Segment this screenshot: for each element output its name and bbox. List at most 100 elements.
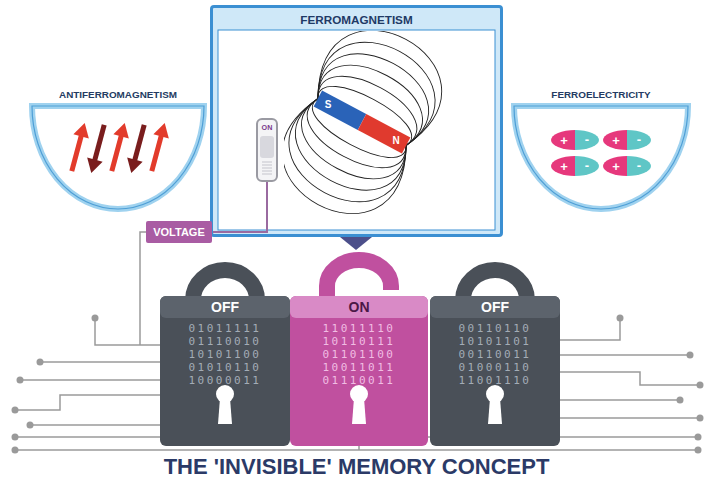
knob — [260, 136, 274, 158]
arrow-head — [73, 121, 92, 139]
wire-dot — [697, 415, 704, 422]
wire-dot — [12, 407, 19, 414]
memory-lock: OFF 00110110 10101101 00110011 01000110 1… — [430, 262, 560, 446]
wire-dot — [687, 352, 694, 359]
wire — [560, 417, 700, 419]
panel-header-ground — [211, 6, 502, 236]
pointer-triangle — [340, 237, 372, 250]
wire — [95, 318, 160, 345]
field-lines — [284, 31, 460, 229]
knob-ridge — [262, 171, 272, 172]
pole-label: N — [392, 135, 399, 146]
charge-sign: - — [637, 132, 641, 147]
wire — [358, 446, 360, 450]
material-panel: FERROELECTRICITY — [510, 86, 692, 213]
circuit-wires — [15, 232, 700, 450]
dipole-positive — [551, 130, 575, 150]
lock-body — [290, 296, 428, 446]
dipole-negative — [575, 130, 599, 150]
wire-dot — [695, 447, 702, 454]
charge-sign: + — [560, 133, 568, 148]
wire-dot — [697, 382, 704, 389]
voltage-text: VOLTAGE — [153, 225, 205, 239]
arrow-shaft — [94, 125, 104, 162]
voltage-wire — [212, 182, 267, 232]
wire — [560, 399, 680, 401]
lock-body — [430, 296, 560, 446]
wire-dot — [695, 434, 702, 441]
knob-ridge — [262, 165, 272, 166]
voltage-label: VOLTAGE — [146, 221, 212, 243]
wire-dot — [17, 377, 24, 384]
charge-sign: + — [612, 133, 620, 148]
dipole-positive — [603, 156, 627, 176]
arrow-head — [113, 121, 132, 139]
bar-magnet — [314, 91, 411, 154]
wire-dot — [37, 359, 44, 366]
memory-lock: ON11011110 10110111 01101100 10011011 01… — [290, 250, 428, 446]
wire — [15, 395, 160, 410]
dipole-positive — [551, 156, 575, 176]
wire-dot — [12, 434, 19, 441]
bowl-rim — [514, 106, 688, 209]
lock-body — [160, 296, 290, 446]
spin-arrow — [124, 123, 152, 175]
dipole-negative — [627, 156, 651, 176]
panel-heading: FERROELECTRICITY — [510, 88, 692, 101]
magnet-north — [358, 114, 411, 153]
lock-band — [160, 296, 290, 318]
wire — [560, 318, 620, 340]
wire-dot — [92, 315, 99, 322]
lock-state: OFF — [430, 299, 560, 316]
charge-sign: - — [585, 132, 589, 147]
knob-ridge — [262, 162, 272, 163]
wire — [560, 354, 690, 356]
spin-arrow — [64, 121, 92, 173]
arrow-shaft — [112, 134, 122, 171]
panel-heading: FERROMAGNETISM — [213, 12, 500, 28]
dipole-negative — [627, 130, 651, 150]
electric-dipoles — [551, 130, 651, 176]
pole-label: S — [325, 99, 332, 110]
wire — [15, 449, 698, 451]
charge-sign: + — [560, 159, 568, 174]
binary-digits: 00110110 10101101 00110011 01000110 1100… — [450, 322, 540, 387]
wire-dot — [617, 315, 624, 322]
keyhole — [218, 398, 232, 424]
panel-inner-ground — [218, 30, 495, 230]
wire — [30, 424, 160, 426]
arrow-head — [84, 158, 103, 176]
wire — [40, 361, 160, 363]
panel-heading: ANTIFERROMAGNETISM — [28, 88, 208, 101]
shackle — [327, 260, 391, 302]
voltage-wire-down — [140, 232, 146, 345]
lock-state: OFF — [160, 299, 290, 316]
wire — [20, 379, 160, 381]
wire-dot — [12, 447, 19, 454]
arrow-shaft — [152, 134, 162, 171]
switch-knob — [258, 134, 276, 178]
lock-band — [430, 296, 560, 318]
keyhole — [352, 398, 366, 424]
binary-digits: 01011111 01110010 10101100 01010110 1000… — [180, 322, 270, 387]
diagram-title: THE 'INVISIBLE' MEMORY CONCEPT — [0, 455, 713, 479]
bowl-outline — [510, 86, 692, 213]
magnet-south — [314, 91, 367, 130]
lock-band — [290, 296, 428, 318]
binary-digits: 11011110 10110111 01101100 10011011 0111… — [314, 322, 404, 387]
knob-ridge — [262, 174, 272, 175]
arrow-head — [153, 121, 172, 139]
arrow-shaft — [134, 125, 144, 162]
spin-arrows — [64, 121, 172, 175]
keyhole — [488, 398, 502, 424]
switch-label: ON — [258, 123, 276, 133]
wire — [560, 372, 700, 385]
charge-sign: + — [612, 159, 620, 174]
wire-dot — [677, 397, 684, 404]
knob-ridge — [262, 168, 272, 169]
arrow-shaft — [72, 134, 82, 171]
material-panel: FERROMAGNETISM ON — [210, 5, 503, 237]
bowl-line — [514, 106, 688, 209]
material-panel: ANTIFERROMAGNETISM — [28, 86, 208, 213]
